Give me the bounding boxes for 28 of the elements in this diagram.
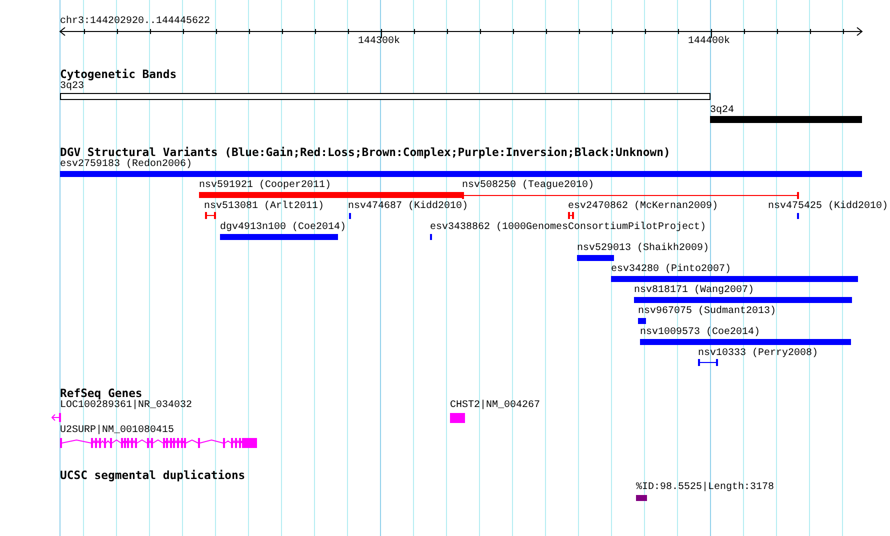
variant-label: dgv4913n100 (Coe2014): [220, 222, 346, 233]
variant-label: esv2470862 (McKernan2009): [568, 201, 718, 212]
track-title: RefSeq Genes: [60, 387, 142, 399]
variant-label: nsv508250 (Teague2010): [462, 180, 594, 191]
band-label: 3q23: [60, 81, 84, 92]
track-title: Cytogenetic Bands: [60, 68, 177, 80]
track-title: DGV Structural Variants (Blue:Gain;Red:Loss;Brown:Complex;Purple:Inversion;Black:Unknown): [60, 146, 670, 158]
gene-label: U2SURP|NM_001080415: [60, 425, 174, 436]
variant-label: nsv10333 (Perry2008): [698, 348, 818, 359]
variant-label: nsv529013 (Shaikh2009): [577, 243, 710, 254]
gene-label: LOC100289361|NR_034032: [60, 400, 192, 411]
tick-label: 144300k: [358, 36, 400, 47]
variant-label: esv3438862 (1000GenomesConsortiumPilotProject): [430, 222, 706, 233]
feature-label: %ID:98.5525|Length:3178: [636, 482, 774, 493]
gene-label: CHST2|NM_004267: [450, 400, 540, 411]
variant-label: esv34280 (Pinto2007): [611, 264, 732, 275]
variant-label: nsv818171 (Wang2007): [634, 285, 754, 296]
tick-label: 144400k: [688, 36, 730, 47]
variant-label: nsv1009573 (Coe2014): [640, 327, 760, 338]
coordinate-label: chr3:144202920..144445622: [60, 16, 210, 27]
variant-label: nsv474687 (Kidd2010): [348, 201, 468, 212]
variant-label: nsv475425 (Kidd2010): [768, 201, 888, 212]
variant-label: nsv591921 (Cooper2011): [199, 180, 332, 191]
variant-label: nsv967075 (Sudmant2013): [638, 306, 776, 317]
track-title: UCSC segmental duplications: [60, 469, 246, 481]
variant-label: nsv513081 (Arlt2011): [204, 201, 324, 212]
variant-label: esv2759183 (Redon2006): [60, 159, 192, 170]
band-label: 3q24: [710, 105, 734, 116]
